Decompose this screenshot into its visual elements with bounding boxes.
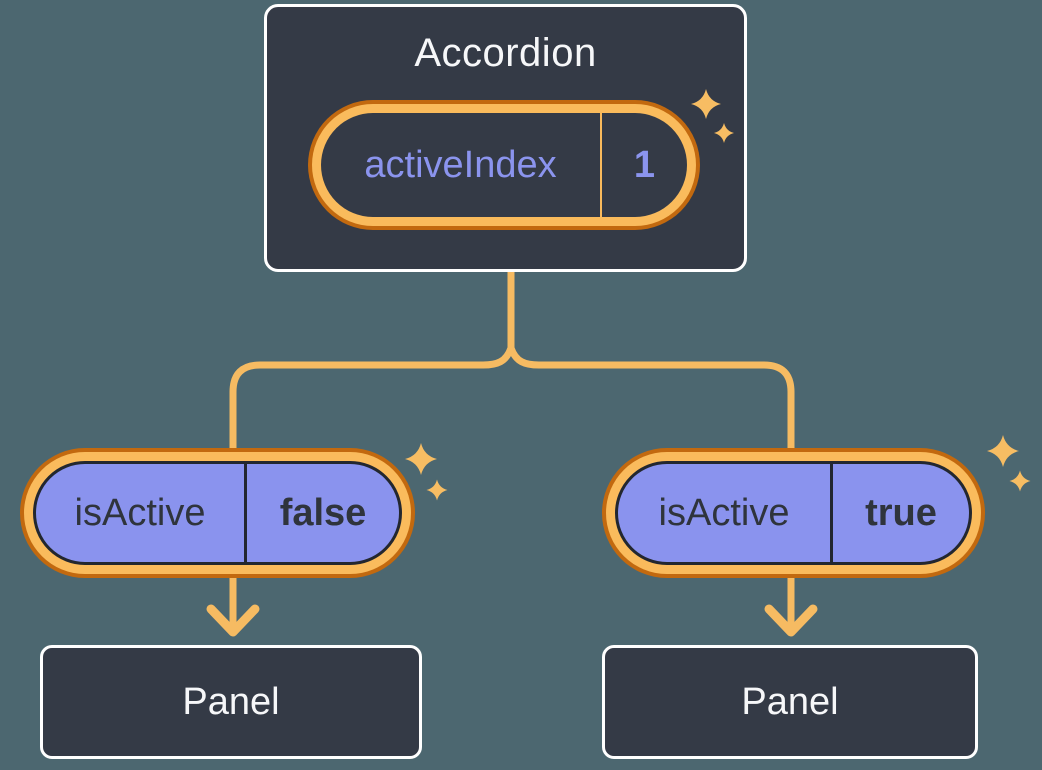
arrow-down-icon [764, 604, 818, 637]
left-branch-line [229, 344, 515, 456]
prop-pill-left-divider [244, 464, 247, 562]
panel-label: Panel [182, 680, 280, 723]
prop-pill-right-value: true [865, 492, 937, 534]
prop-pill-right-name: isActive [658, 492, 790, 534]
sparkle-icon [987, 435, 1019, 467]
sparkle-icon [1009, 470, 1031, 492]
right-branch-line [507, 344, 795, 456]
state-pill-value: 1 [633, 144, 656, 186]
state-pill: activeIndex 1 [321, 113, 687, 217]
panel-box-right: Panel [602, 645, 978, 759]
state-pill-name: activeIndex [364, 144, 557, 186]
panel-label: Panel [741, 680, 839, 723]
prop-pill-left-name: isActive [74, 492, 206, 534]
accordion-title: Accordion [414, 31, 597, 75]
state-pill-divider [600, 113, 602, 217]
prop-pill-right: isActive true [615, 461, 972, 565]
sparkle-icon [405, 443, 437, 475]
arrow-down-icon [206, 604, 260, 637]
prop-pill-left: isActive false [33, 461, 402, 565]
accordion-component-box: Accordion activeIndex 1 [264, 4, 747, 272]
prop-pill-right-divider [830, 464, 833, 562]
prop-pill-left-value: false [279, 492, 367, 534]
sparkle-icon [426, 479, 448, 501]
panel-box-left: Panel [40, 645, 422, 759]
